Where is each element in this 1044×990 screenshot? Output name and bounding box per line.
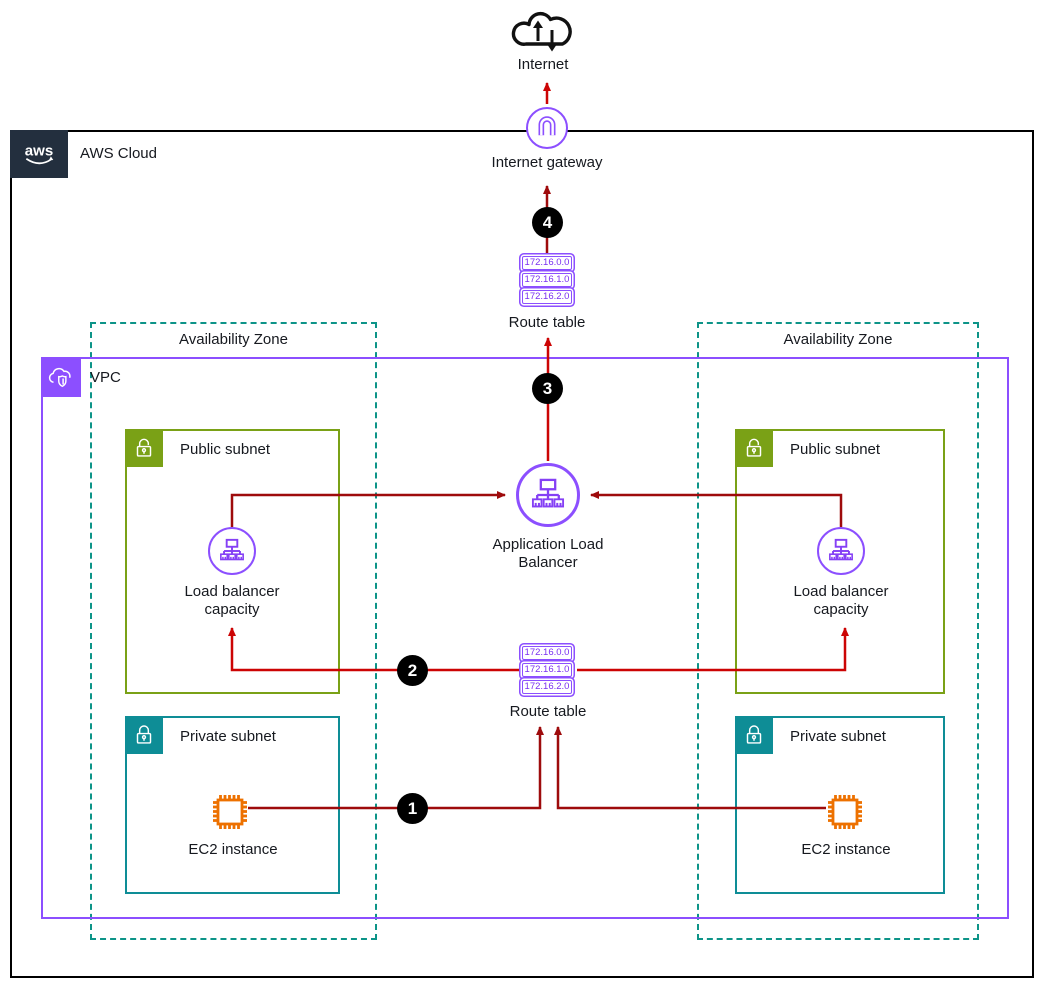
public-subnet-right-box xyxy=(735,429,945,694)
lb-capacity-label-line2: capacity xyxy=(813,601,869,618)
lb-capacity-label-line1: Load balancer xyxy=(793,583,889,600)
ec2-instance-icon xyxy=(213,795,247,829)
vpc-label: VPC xyxy=(90,369,121,386)
route-table-top-label: Route table xyxy=(508,314,586,331)
private-subnet-left-label: Private subnet xyxy=(180,728,276,745)
load-balancer-capacity-icon xyxy=(817,527,865,575)
aws-cloud-box xyxy=(10,130,1034,978)
route-entry: 172.16.1.0 xyxy=(522,273,572,287)
lb-capacity-left-label: Load balancer capacity xyxy=(152,583,312,619)
step-badge-4: 4 xyxy=(532,207,563,238)
vpc-box xyxy=(41,357,1009,919)
private-subnet-right-label: Private subnet xyxy=(790,728,886,745)
public-subnet-left-label: Public subnet xyxy=(180,441,271,458)
internet-cloud-icon xyxy=(511,12,572,52)
vpc-cloud-shield-icon xyxy=(41,357,81,397)
alb-label-line1: Application Load xyxy=(492,536,604,553)
availability-zone-left-label: Availability Zone xyxy=(179,331,288,348)
route-entry: 172.16.0.0 xyxy=(522,256,572,270)
lb-capacity-label-line2: capacity xyxy=(204,601,260,618)
step-badge-1: 1 xyxy=(397,793,428,824)
availability-zone-right-label: Availability Zone xyxy=(783,331,893,348)
internet-gateway-icon xyxy=(526,107,568,149)
public-subnet-right-label: Public subnet xyxy=(790,441,881,458)
public-subnet-left-box xyxy=(125,429,340,694)
closed-padlock-icon xyxy=(735,716,773,754)
ec2-left-label: EC2 instance xyxy=(188,841,278,858)
application-load-balancer-icon xyxy=(516,463,580,527)
route-entry: 172.16.2.0 xyxy=(522,680,572,694)
lb-capacity-right-label: Load balancer capacity xyxy=(761,583,921,619)
aws-logo-text: aws xyxy=(25,143,53,160)
load-balancer-capacity-icon xyxy=(208,527,256,575)
alb-label: Application Load Balancer xyxy=(448,536,648,572)
open-padlock-icon xyxy=(735,429,773,467)
aws-cloud-label: AWS Cloud xyxy=(80,145,157,162)
lb-capacity-label-line1: Load balancer xyxy=(184,583,280,600)
ec2-instance-icon xyxy=(828,795,862,829)
step-badge-3: 3 xyxy=(532,373,563,404)
route-entry: 172.16.2.0 xyxy=(522,290,572,304)
internet-label: Internet xyxy=(517,56,569,73)
aws-logo: aws xyxy=(10,130,68,178)
open-padlock-icon xyxy=(125,429,163,467)
ec2-right-label: EC2 instance xyxy=(801,841,891,858)
route-table-middle-label: Route table xyxy=(509,703,587,720)
route-entry: 172.16.1.0 xyxy=(522,663,572,677)
route-entry: 172.16.0.0 xyxy=(522,646,572,660)
internet-gateway-label: Internet gateway xyxy=(491,154,603,171)
step-badge-2: 2 xyxy=(397,655,428,686)
closed-padlock-icon xyxy=(125,716,163,754)
alb-label-line2: Balancer xyxy=(518,554,578,571)
